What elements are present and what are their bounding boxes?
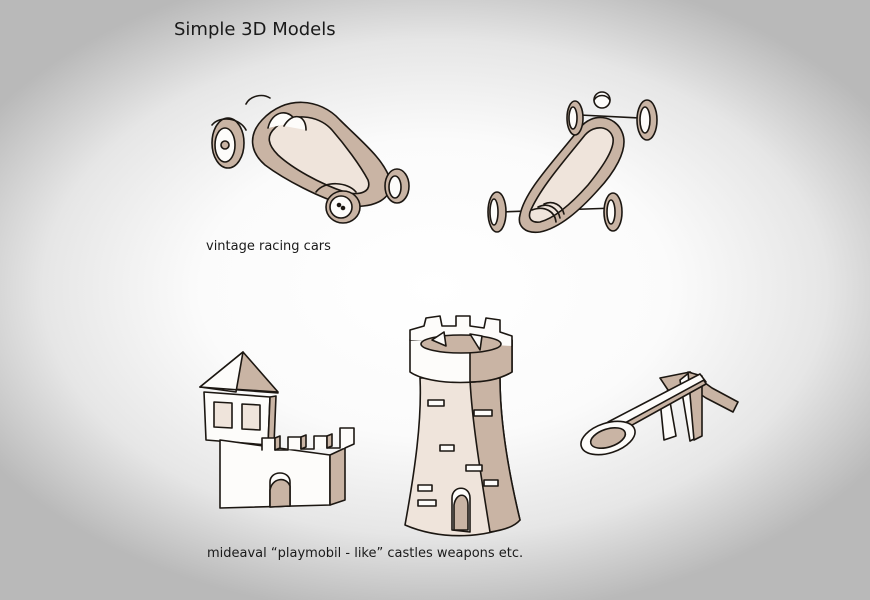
castle-wall-sketch [199,351,355,509]
castles-caption: mideaval “playmobil - like” castles weap… [207,546,524,561]
vintage-racing-car-2 [487,91,658,234]
catapult-sketch [580,371,739,456]
page-title: Simple 3D Models [174,19,336,40]
castle-tower-sketch [404,315,521,537]
vintage-racing-car-1 [211,94,410,224]
cars-caption: vintage racing cars [206,239,331,254]
